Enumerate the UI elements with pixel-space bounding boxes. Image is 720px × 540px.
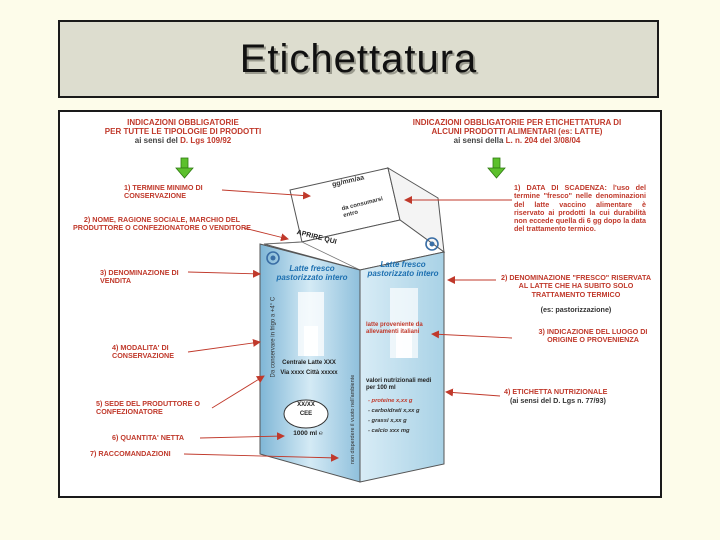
left-label-2: 2) NOME, RAGIONE SOCIALE, MARCHIO DEL PR…: [73, 215, 251, 233]
carton-quantity: 1000 ml ℮: [293, 430, 323, 437]
left-label-7: 7) RACCOMANDAZIONI: [90, 449, 171, 458]
carton-nutrition-item: - grassi x,xx g: [368, 418, 407, 424]
milk-carton: [259, 166, 446, 483]
header-left-line1: INDICAZIONI OBBLIGATORIE: [127, 118, 239, 127]
header-left-line2: PER TUTTE LE TIPOLOGIE DI PRODOTTI: [104, 127, 262, 137]
carton-product-name-right: Latte fresco pastorizzato intero: [367, 260, 439, 279]
carton-producer: Centrale Latte XXX: [282, 360, 336, 366]
header-right-line2: ALCUNI PRODOTTI ALIMENTARI (es: LATTE): [431, 127, 603, 137]
carton-stamp-line1: XX/XX: [297, 402, 315, 408]
left-label-1: 1) TERMINE MINIMO DI CONSERVAZIONE: [124, 183, 203, 201]
header-right: INDICAZIONI OBBLIGATORIE PER ETICHETTATU…: [376, 118, 658, 146]
right-label-2: 2) DENOMINAZIONE "FRESCO" RISERVATA AL L…: [500, 273, 652, 299]
page-title: Etichettatura: [239, 36, 478, 81]
diagram-graphics: [175, 157, 513, 483]
carton-nutrition-item: - carboidrati x,xx g: [368, 408, 420, 414]
carton-nutrition-title: valori nutrizionali medi per 100 ml: [366, 378, 432, 391]
right-label-3: 3) INDICAZIONE DEL LUOGO DI ORIGINE O PR…: [538, 327, 648, 345]
carton-nutrition-item: - proteine x,xx g: [368, 398, 413, 404]
carton-product-name-left: Latte fresco pastorizzato intero: [276, 264, 348, 283]
carton-stamp-line2: CEE: [299, 411, 313, 417]
carton-nutrition-item: - calcio xxx mg: [368, 428, 410, 434]
green-arrow-left-icon: [175, 157, 194, 179]
right-label-4-note: (ai sensi del D. Lgs n. 77/93): [510, 396, 606, 405]
green-arrow-right-icon: [487, 157, 506, 179]
header-left-ref: D. Lgs 109/92: [180, 136, 232, 146]
title-box: Etichettatura: [58, 20, 659, 98]
left-label-3: 3) DENOMINAZIONE DI VENDITA: [100, 268, 179, 286]
header-left-prefix: ai sensi del: [134, 136, 181, 146]
header-left: INDICAZIONI OBBLIGATORIE PER TUTTE LE TI…: [68, 118, 298, 146]
header-right-prefix: ai sensi della: [453, 136, 506, 146]
header-right-line1: INDICAZIONI OBBLIGATORIE PER ETICHETTATU…: [412, 118, 622, 127]
right-label-4: 4) ETICHETTA NUTRIZIONALE: [504, 387, 608, 396]
header-right-ref: L. n. 204 del 3/08/04: [505, 136, 581, 146]
right-label-1: 1) DATA DI SCADENZA: l'uso del termine "…: [514, 183, 646, 234]
carton-origin: latte proveniente da allevamenti italian…: [366, 322, 423, 335]
left-label-4: 4) MODALITA' DI CONSERVAZIONE: [112, 343, 175, 361]
carton-recommendation: non disperdere il vuoto nell'ambiente: [349, 374, 356, 465]
left-label-6: 6) QUANTITA' NETTA: [112, 433, 185, 442]
pointer-arrows: [183, 189, 513, 462]
diagram-frame: INDICAZIONI OBBLIGATORIE PER TUTTE LE TI…: [58, 110, 662, 498]
carton-producer-address: Via xxxx Città xxxxx: [280, 370, 338, 376]
left-label-5: 5) SEDE DEL PRODUTTORE O CONFEZIONATORE: [96, 399, 200, 417]
right-label-2-note: (es: pastorizzazione): [540, 305, 612, 314]
